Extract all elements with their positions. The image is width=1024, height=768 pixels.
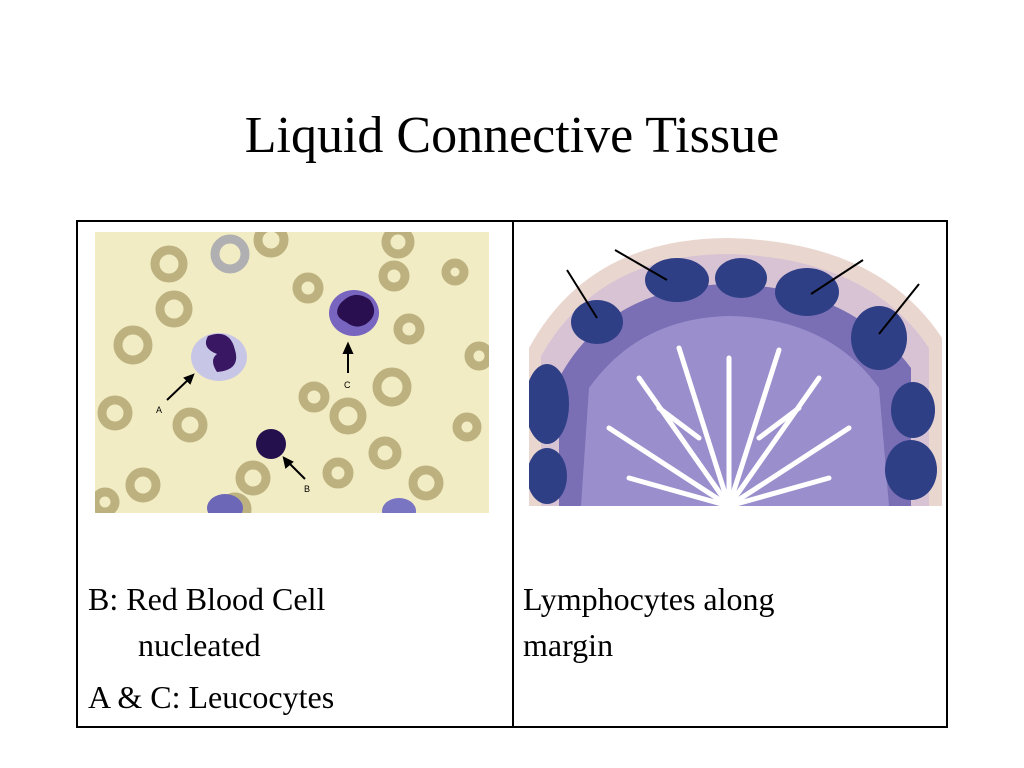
lymphatic-tissue-micrograph <box>529 238 942 506</box>
blood-smear-micrograph: A C B <box>95 232 489 513</box>
left-caption: B: Red Blood Cell nucleated A & C: Leuco… <box>88 576 498 720</box>
right-caption: Lymphocytes along margin <box>523 576 933 668</box>
label-b: B <box>304 484 310 494</box>
right-caption-line1: Lymphocytes along <box>523 581 775 617</box>
left-caption-line3: A & C: Leucocytes <box>88 679 335 715</box>
label-c: C <box>344 380 351 390</box>
slide-title: Liquid Connective Tissue <box>244 107 780 164</box>
content-table: A C B <box>76 220 948 728</box>
column-divider <box>512 222 514 726</box>
label-a: A <box>156 405 162 415</box>
left-caption-line1: B: Red Blood Cell <box>88 581 326 617</box>
left-caption-line2: nucleated <box>138 627 261 663</box>
right-caption-line2: margin <box>523 627 614 663</box>
